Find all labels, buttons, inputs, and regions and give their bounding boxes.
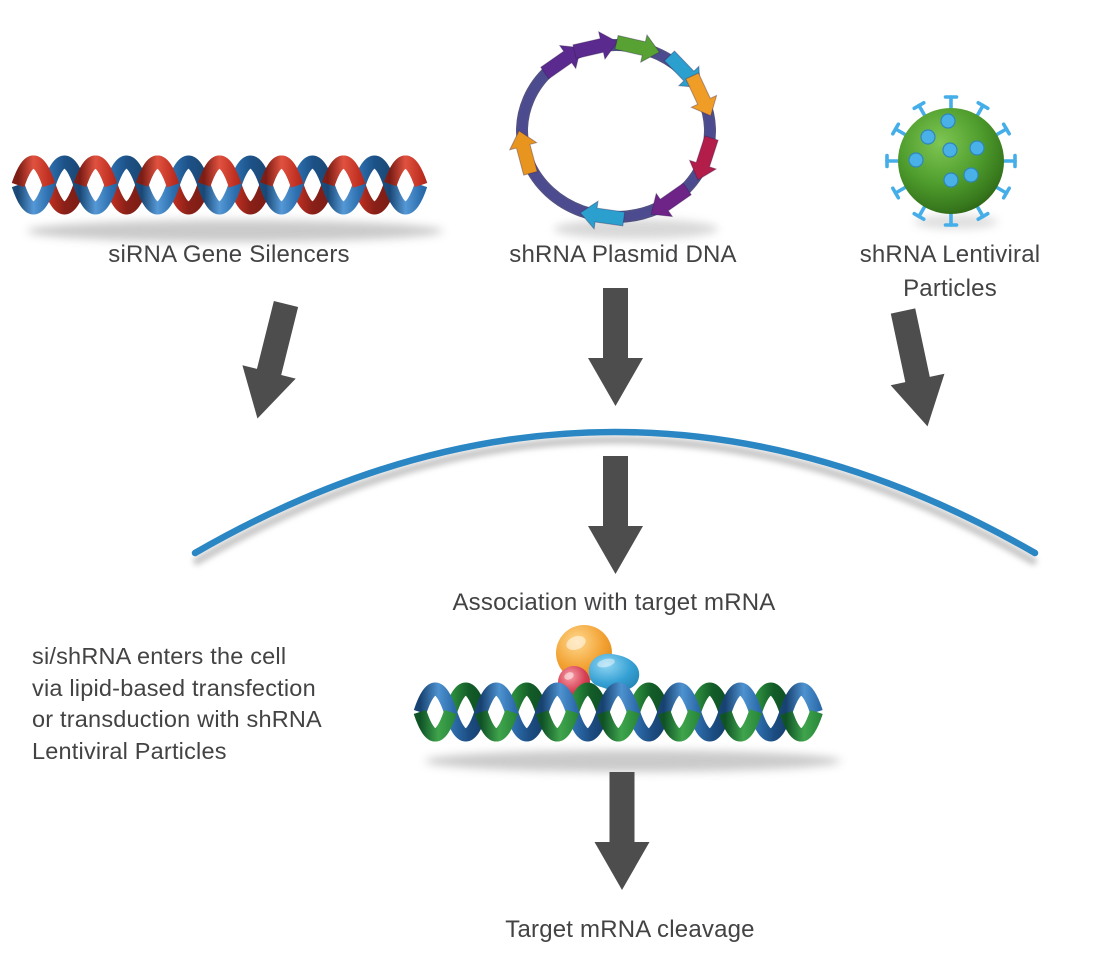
lentiviral-label-line2: Particles [903, 275, 997, 302]
entry-note-line2: via lipid-based transfection [32, 674, 316, 701]
down-arrow-plasmid [588, 288, 643, 406]
sirna-label: siRNA Gene Silencers [108, 241, 350, 268]
sirna-duplex-icon [11, 155, 428, 215]
plasmid-arrow-green [612, 28, 664, 67]
down-arrow-cleavage [594, 772, 650, 890]
entry-note: si/shRNA enters the cell via lipid-based… [32, 641, 322, 767]
risc-blue-bean [588, 653, 640, 692]
association-label: Association with target mRNA [452, 589, 776, 616]
lentiviral-particle-icon [885, 95, 1017, 227]
membrane-arc [191, 428, 1039, 557]
virus-capsid-dots [908, 113, 985, 188]
sirna-helix-shadow [27, 220, 443, 242]
plasmid-icon [505, 27, 726, 234]
entry-note-line1: si/shRNA enters the cell [32, 643, 287, 669]
plasmid-shadow [554, 219, 718, 239]
mrna-helix-icon [413, 682, 823, 742]
entry-note-line3: or transduction with shRNA [32, 706, 322, 732]
membrane-shadow [193, 436, 1037, 565]
down-arrow-lentiviral [876, 305, 955, 433]
down-arrow-sirna [230, 297, 313, 426]
lentiviral-label: shRNA Lentiviral Particles [860, 238, 1041, 306]
entry-note-line4: Lentiviral Particles [32, 737, 227, 764]
down-arrow-association [588, 456, 643, 574]
cleavage-label: Target mRNA cleavage [505, 916, 755, 943]
plasmid-label: shRNA Plasmid DNA [509, 241, 737, 268]
lentiviral-label-line1: shRNA Lentiviral [859, 241, 1041, 268]
plasmid-arrow-purple-2 [570, 27, 622, 66]
mrna-helix-shadow [425, 750, 841, 772]
